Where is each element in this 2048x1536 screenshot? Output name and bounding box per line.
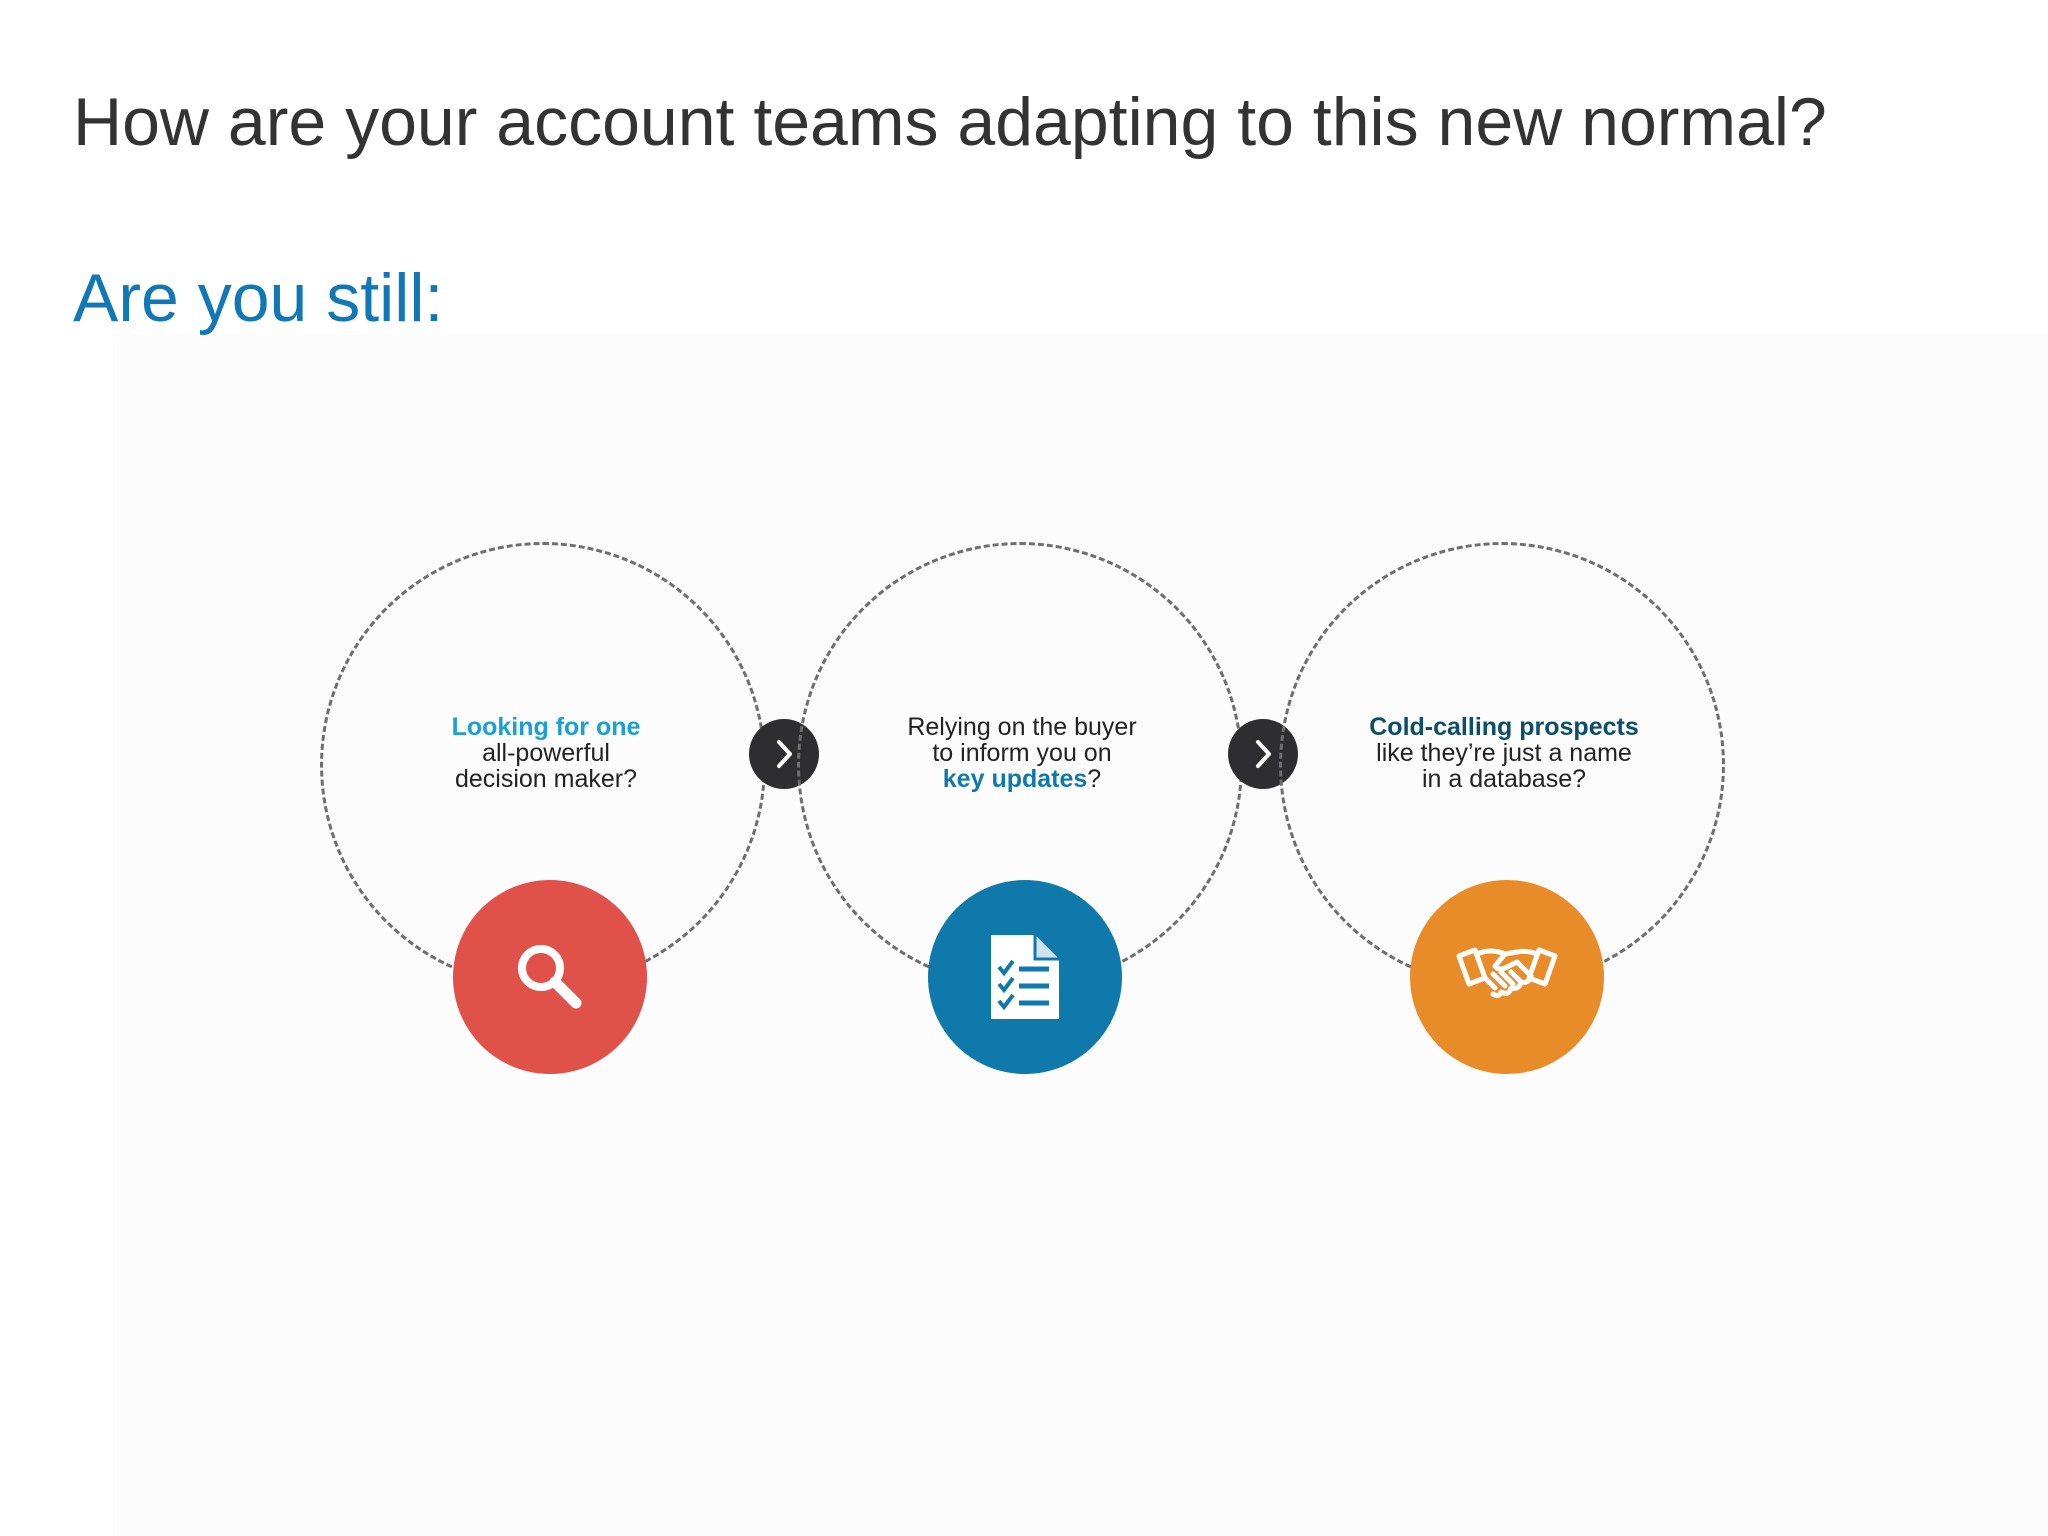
step-icon-badge-3 [1410,880,1604,1074]
page-subtitle: Are you still: [73,260,444,336]
step-icon-badge-2 [928,880,1122,1074]
step-line: all-powerful [482,739,610,767]
step-highlight: Cold-calling prospects [1369,713,1639,741]
step-text-2: Relying on the buyer to inform you on ke… [852,714,1192,792]
chevron-right-icon [1256,740,1271,768]
step-highlight: Looking for one [451,713,641,741]
handshake-icon [1456,947,1558,999]
step-icon-badge-1 [453,880,647,1074]
page-title: How are your account teams adapting to t… [73,84,1827,160]
step-line: in a database? [1421,765,1587,793]
checklist-document-icon [991,935,1059,1019]
chevron-right-icon [777,740,792,768]
step-suffix: ? [1087,765,1102,793]
step-text-3: Cold-calling prospects like they’re just… [1334,714,1674,792]
step-line: Relying on the buyer [907,713,1137,741]
search-icon [518,945,582,1009]
step-line: like they’re just a name [1376,739,1632,767]
step-line: to inform you on [932,739,1112,767]
step-highlight: key updates [942,765,1088,793]
step-text-1: Looking for one all-powerful decision ma… [376,714,716,792]
step-line-highlight: key updates? [852,766,1192,792]
step-line: decision maker? [454,765,638,793]
